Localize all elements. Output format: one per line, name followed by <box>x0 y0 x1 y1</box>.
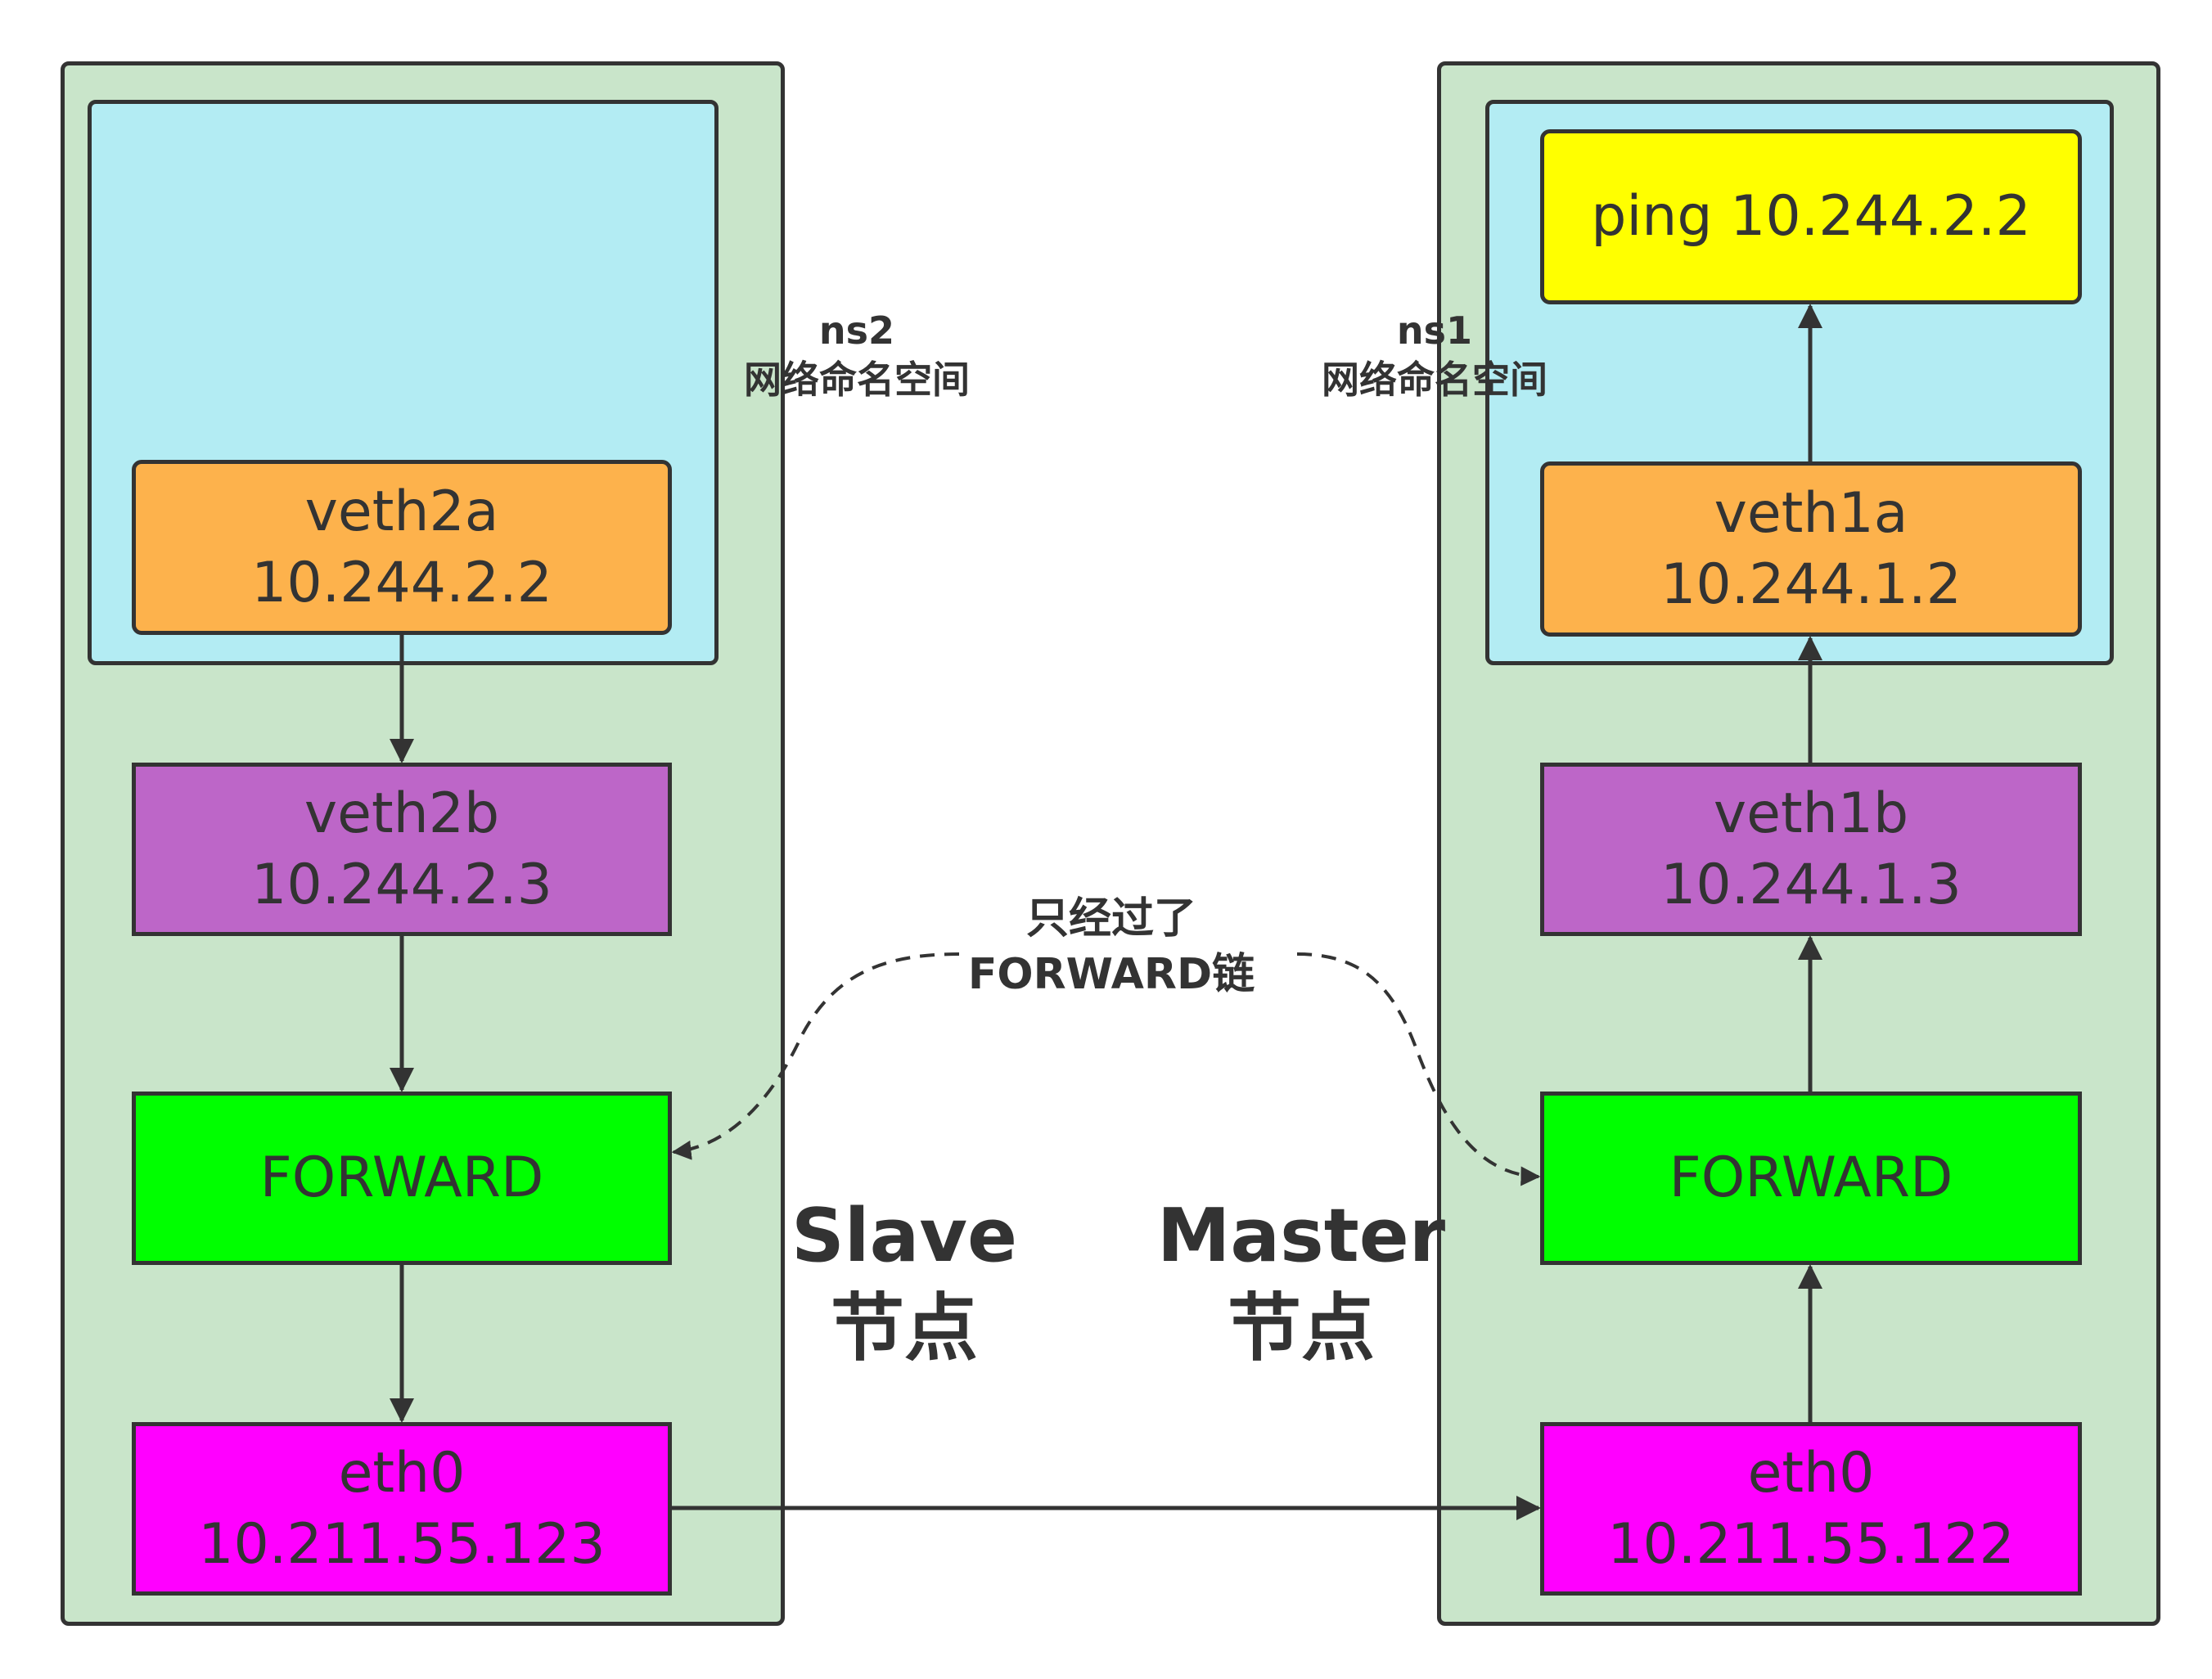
veth1a-name: veth1a <box>1714 480 1908 546</box>
master-forward-box: FORWARD <box>1540 1092 2082 1265</box>
master-eth0-ip: 10.211.55.122 <box>1607 1512 2015 1577</box>
veth1a-box: veth1a 10.244.1.2 <box>1540 461 2082 637</box>
ns2-name: ns2 <box>818 308 895 353</box>
veth1a-ip: 10.244.1.2 <box>1660 552 1962 617</box>
forward-only-annotation: 只经过了 FORWARD链 <box>907 892 1316 1002</box>
veth2a-name: veth2a <box>304 479 499 544</box>
ping-label: ping 10.244.2.2 <box>1591 184 2031 250</box>
slave-eth0-ip: 10.211.55.123 <box>198 1512 606 1577</box>
veth2a-ip: 10.244.2.2 <box>251 551 552 615</box>
slave-node-subtitle: 节点 <box>831 1285 978 1371</box>
dashed-arrow-to-master-forward <box>1296 952 1541 1186</box>
master-eth0-name: eth0 <box>1747 1440 1875 1506</box>
veth2a-box: veth2a 10.244.2.2 <box>132 460 672 635</box>
veth1b-box: veth1b 10.244.1.3 <box>1540 763 2082 936</box>
veth1b-name: veth1b <box>1713 781 1909 846</box>
ns1-caption: 网络命名空间 <box>1322 357 1547 402</box>
master-node-label: Master 节点 <box>1138 1191 1465 1375</box>
master-forward-label: FORWARD <box>1669 1146 1953 1211</box>
dashed-arrow-to-slave-forward <box>671 952 960 1160</box>
master-node-title: Master <box>1156 1193 1446 1279</box>
master-eth0-box: eth0 10.211.55.122 <box>1540 1422 2082 1596</box>
annotation-line2: FORWARD链 <box>967 949 1255 999</box>
ns1-label: ns1 网络命名空间 <box>1275 307 1594 405</box>
ns2-label: ns2 网络命名空间 <box>697 307 1016 405</box>
veth1b-ip: 10.244.1.3 <box>1660 853 1962 917</box>
ns2-caption: 网络命名空间 <box>744 357 970 402</box>
slave-forward-label: FORWARD <box>259 1146 544 1211</box>
veth2b-box: veth2b 10.244.2.3 <box>132 763 672 936</box>
veth2b-ip: 10.244.2.3 <box>251 853 552 917</box>
slave-eth0-name: eth0 <box>338 1440 466 1506</box>
slave-node-label: Slave 节点 <box>741 1191 1068 1375</box>
veth2b-name: veth2b <box>304 781 500 846</box>
master-node-subtitle: 节点 <box>1228 1285 1375 1371</box>
slave-eth0-box: eth0 10.211.55.123 <box>132 1422 672 1596</box>
ping-box: ping 10.244.2.2 <box>1540 129 2082 304</box>
slave-forward-box: FORWARD <box>132 1092 672 1265</box>
annotation-line1: 只经过了 <box>1025 894 1196 943</box>
ns1-name: ns1 <box>1396 308 1473 353</box>
slave-node-title: Slave <box>791 1193 1018 1279</box>
